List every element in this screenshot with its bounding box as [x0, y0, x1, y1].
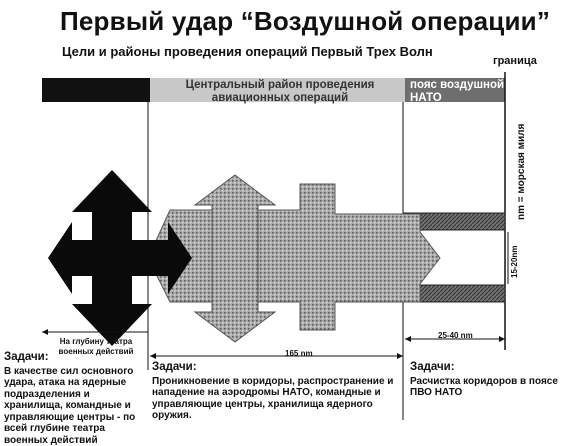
tasks-left: Задачи: В качестве сил основного удара, … [4, 351, 144, 446]
tasks-left-text: В качестве сил основного удара, атака на… [4, 365, 136, 446]
second-wave-arrow [147, 183, 441, 331]
distance-corridor: 15-20nm [510, 245, 519, 278]
tasks-right: Задачи: Расчистка коридоров в поясе ПВО … [410, 361, 570, 399]
tasks-right-header: Задачи: [410, 361, 455, 373]
tasks-middle: Задачи: Проникновение в коридоры, распро… [152, 361, 407, 422]
distance-nato-belt: 25-40 nm [438, 331, 473, 340]
band-nato-segment [405, 78, 505, 102]
depth-note: На глубину театра военных действий [58, 337, 134, 356]
distance-main: 165 nm [285, 349, 313, 358]
tasks-middle-header: Задачи: [152, 361, 197, 373]
nm-note: nm = морская миля [516, 123, 527, 220]
border-label: граница [493, 55, 537, 67]
tasks-right-text: Расчистка коридоров в поясе ПВО НАТО [410, 375, 558, 399]
band-label-central: Центральный район проведения авиационных… [185, 79, 375, 104]
first-wave-arrow [48, 170, 192, 346]
diagram-graphic [42, 72, 509, 420]
gray-cross-arrow [193, 174, 277, 343]
diagram-title: Первый удар “Воздушной операции” [60, 6, 551, 36]
tasks-middle-text: Проникновение в коридоры, распространени… [152, 375, 394, 422]
diagram-subtitle: Цели и районы проведения операций Первый… [62, 44, 433, 59]
tasks-left-header: Задачи: [4, 351, 49, 363]
band-dark-segment [42, 78, 150, 102]
band-central-segment [150, 78, 405, 102]
band-label-nato: пояс воздушной обороны НАТО [410, 79, 560, 104]
